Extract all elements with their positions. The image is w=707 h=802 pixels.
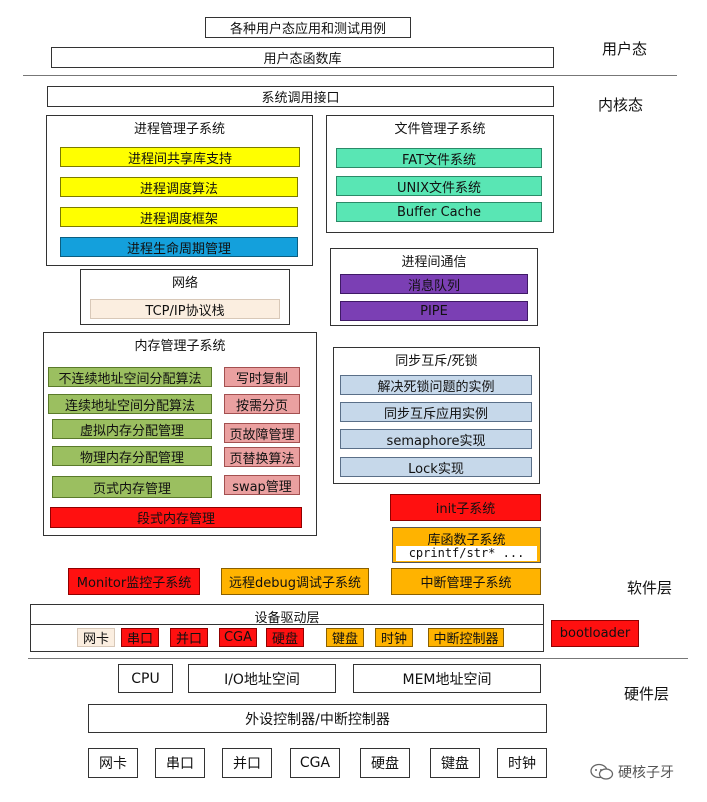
file-subsystem-title: 文件管理子系统	[394, 122, 486, 137]
syscall-box: 系统调用接口	[47, 86, 554, 107]
hw-keyboard: 键盘	[430, 748, 480, 778]
monitor-subsystem: Monitor监控子系统	[68, 568, 200, 595]
network-item-tcpip: TCP/IP协议栈	[90, 299, 280, 319]
ipc-item-msgqueue: 消息队列	[340, 274, 528, 294]
mem-page-replace: 页替换算法	[224, 447, 300, 467]
ipc-subsystem: 进程间通信	[330, 248, 538, 326]
user-layer-label: 用户态	[602, 40, 648, 58]
mem-page-fault: 页故障管理	[224, 423, 300, 443]
user-apps-box: 各种用户态应用和测试用例	[205, 17, 411, 38]
file-subsystem: 文件管理子系统	[326, 115, 554, 233]
software-hardware-divider	[28, 658, 688, 659]
file-item-fat: FAT文件系统	[336, 148, 542, 168]
mem-contiguous: 连续地址空间分配算法	[48, 394, 212, 414]
driver-divider	[31, 624, 543, 625]
driver-int-controller: 中断控制器	[428, 628, 504, 647]
hw-nic: 网卡	[88, 748, 138, 778]
wechat-icon	[590, 763, 614, 780]
hw-clock: 时钟	[497, 748, 547, 778]
watermark-text: 硬核子牙	[618, 765, 674, 781]
hw-serial: 串口	[155, 748, 205, 778]
network-subsystem: 网络	[80, 269, 290, 325]
kernel-layer-label: 内核态	[598, 96, 644, 114]
sync-mutex-example: 同步互斥应用实例	[340, 402, 532, 422]
mem-physical: 物理内存分配管理	[52, 446, 212, 466]
hw-cpu: CPU	[118, 664, 173, 693]
process-subsystem-title: 进程管理子系统	[133, 122, 225, 137]
sync-semaphore: semaphore实现	[340, 429, 532, 449]
hw-cga: CGA	[290, 748, 340, 778]
driver-serial: 串口	[121, 628, 159, 647]
driver-title: 设备驱动层	[254, 611, 320, 626]
memory-title: 内存管理子系统	[134, 339, 226, 354]
process-item-sched-algo: 进程调度算法	[60, 177, 298, 197]
mem-segment: 段式内存管理	[50, 507, 302, 528]
ipc-item-pipe: PIPE	[340, 301, 528, 321]
hw-parallel: 并口	[222, 748, 272, 778]
lib-subsystem: 库函数子系统 cprintf/str* ...	[392, 527, 541, 563]
user-kernel-divider	[23, 75, 677, 76]
hardware-layer-label: 硬件层	[624, 685, 670, 703]
process-item-lifecycle: 进程生命周期管理	[60, 237, 298, 257]
sync-title: 同步互斥/死锁	[395, 354, 478, 369]
mem-noncontiguous: 不连续地址空间分配算法	[48, 367, 212, 387]
sync-deadlock-example: 解决死锁问题的实例	[340, 375, 532, 395]
lib-sub: cprintf/str* ...	[396, 546, 537, 561]
driver-cga: CGA	[219, 628, 257, 647]
sync-lock: Lock实现	[340, 457, 532, 477]
process-item-sched-framework: 进程调度框架	[60, 207, 298, 227]
driver-nic: 网卡	[77, 628, 115, 647]
interrupt-subsystem: 中断管理子系统	[391, 568, 541, 595]
hw-controller: 外设控制器/中断控制器	[88, 704, 547, 733]
driver-clock: 时钟	[375, 628, 413, 647]
software-layer-label: 软件层	[627, 579, 673, 597]
mem-paged: 页式内存管理	[52, 476, 212, 498]
driver-parallel: 并口	[170, 628, 208, 647]
process-item-shared-lib: 进程间共享库支持	[60, 147, 300, 167]
driver-layer: 设备驱动层	[30, 604, 544, 652]
network-title: 网络	[171, 276, 198, 291]
process-subsystem: 进程管理子系统	[46, 115, 313, 266]
sync-subsystem: 同步互斥/死锁	[333, 347, 540, 484]
user-lib-box: 用户态函数库	[51, 47, 554, 68]
driver-keyboard: 键盘	[326, 628, 364, 647]
file-item-buffer-cache: Buffer Cache	[336, 202, 542, 222]
hw-mem-space: MEM地址空间	[353, 664, 541, 693]
mem-cow: 写时复制	[224, 367, 300, 387]
driver-disk: 硬盘	[266, 628, 304, 647]
ipc-title: 进程间通信	[401, 255, 467, 270]
lib-title: 库函数子系统	[427, 533, 506, 548]
mem-demand-paging: 按需分页	[224, 394, 300, 414]
hw-io-space: I/O地址空间	[188, 664, 336, 693]
watermark: 硬核子牙	[590, 760, 700, 784]
debug-subsystem: 远程debug调试子系统	[221, 568, 369, 595]
mem-swap: swap管理	[224, 475, 300, 495]
hw-disk: 硬盘	[360, 748, 410, 778]
bootloader: bootloader	[551, 620, 639, 647]
init-subsystem: init子系统	[390, 494, 541, 521]
memory-subsystem: 内存管理子系统	[43, 332, 317, 536]
mem-virtual: 虚拟内存分配管理	[52, 419, 212, 439]
file-item-unix: UNIX文件系统	[336, 176, 542, 196]
